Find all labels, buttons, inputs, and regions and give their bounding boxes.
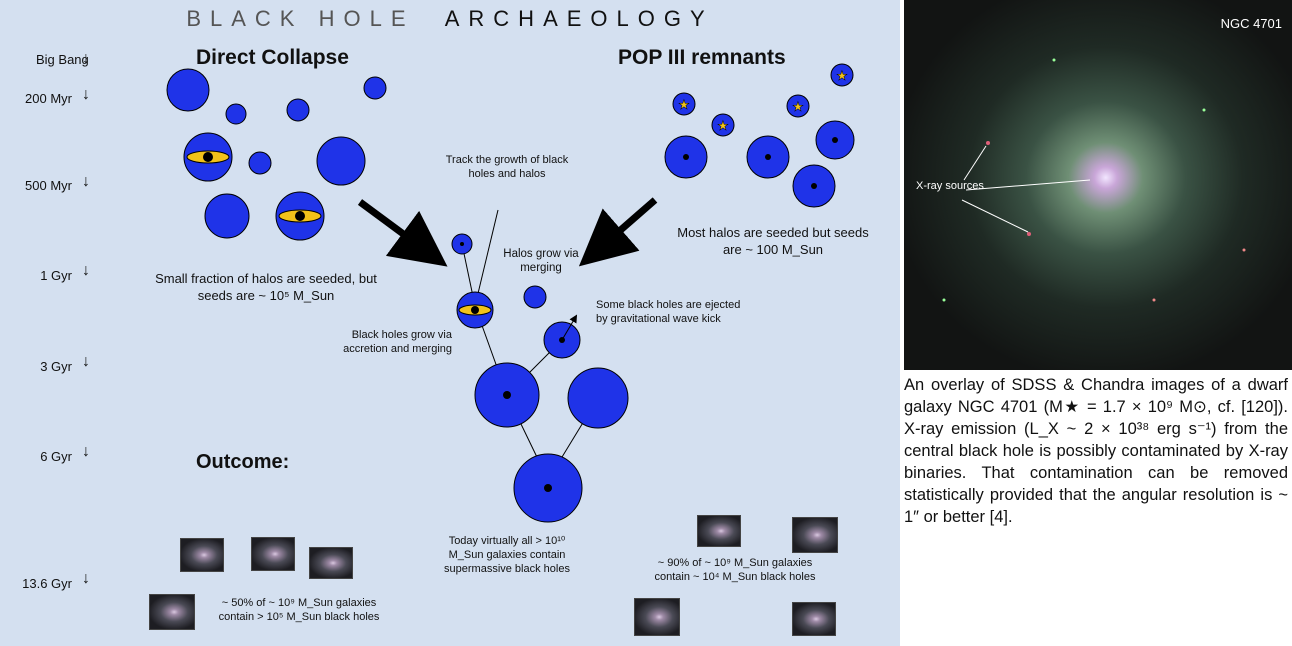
dc-outcome-note: ~ 50% of ~ 10⁹ M_Sun galaxies contain > … [218,597,380,623]
halo [363,76,387,100]
halo [248,151,272,175]
xray-label: X-ray sources [916,180,984,192]
dc-note: Small fraction of halos are seeded, but … [155,271,377,303]
halo [567,367,629,429]
title-part1: BLACK HOLE [186,6,415,31]
halo [316,136,366,186]
timeline-arrow: ↓ [82,443,90,460]
timeline-arrow: ↓ [82,86,90,103]
black-hole [471,306,479,314]
photo-label: NGC 4701 [1220,16,1282,31]
direct-collapse-heading: Direct Collapse [196,46,349,69]
timeline-big-bang: Big Bang [36,52,89,67]
halo [786,94,810,118]
halo [166,68,210,112]
photo-caption: An overlay of SDSS & Chandra images of a… [904,376,1288,526]
galaxy-thumbnail [697,515,741,547]
black-hole [203,152,213,162]
title-part2: ARCHAEOLOGY [444,6,714,31]
star-icon: ★ [717,118,729,133]
halo [711,113,735,137]
track-note: Track the growth of black holes and halo… [445,154,569,180]
diagram-title: BLACK HOLE ARCHAEOLOGY [0,6,900,32]
black-hole [544,484,552,492]
halos-merge-note: Halos grow via merging [503,248,579,274]
halo [830,63,854,87]
black-hole [683,154,689,160]
black-hole [832,137,838,143]
timeline-arrow: ↓ [82,353,90,370]
pop3-outcome-note: ~ 90% of ~ 10⁹ M_Sun galaxies contain ~ … [654,557,816,583]
timeline-label: 200 Myr [25,91,72,106]
pop3-note: Most halos are seeded but seeds are ~ 10… [677,225,869,257]
pop3-heading: POP III remnants [618,46,786,69]
galaxy-thumbnail [149,594,195,630]
tree-branch [474,209,499,307]
galaxy-thumbnail [792,602,836,636]
flow-arrow-right [578,197,658,267]
xray-pointers [942,58,1246,302]
flow-arrow-left [357,199,448,267]
halo [672,92,696,116]
today-note: Today virtually all > 10¹⁰ M_Sun galaxie… [444,535,570,575]
diagram-panel [0,0,900,646]
ejected-note: Some black holes are ejected by gravitat… [596,299,741,325]
star-icon: ★ [792,99,804,114]
timeline-arrow: ↓ [82,50,90,67]
timeline-label: 3 Gyr [40,359,72,374]
timeline-arrow: ↓ [82,570,90,587]
outcome-heading: Outcome: [196,451,290,473]
black-hole [295,211,305,221]
black-hole [503,391,511,399]
galaxy-thumbnail [792,517,838,553]
star-icon: ★ [678,97,690,112]
galaxy-thumbnail [251,537,295,571]
timeline-label: 500 Myr [25,178,72,193]
galaxy-thumbnail [634,598,680,636]
galaxy-thumbnail [309,547,353,579]
halo [225,103,247,125]
black-hole [811,183,817,189]
galaxy-photo: NGC 4701 X-ray sources [904,0,1292,370]
timeline-label: 13.6 Gyr [22,576,72,591]
bh-grow-note: Black holes grow via accretion and mergi… [343,329,452,355]
halo [286,98,310,122]
black-hole [460,242,464,246]
kick-arrow [561,314,578,341]
timeline-label: 6 Gyr [40,449,72,464]
star-icon: ★ [836,68,848,83]
timeline-arrow: ↓ [82,262,90,279]
galaxy-thumbnail [180,538,224,572]
halo [523,285,547,309]
halo [204,193,250,239]
diagram-graphics: ★ ★ ★ ★ [166,63,855,523]
timeline-label: 1 Gyr [40,268,72,283]
timeline-arrow: ↓ [82,173,90,190]
black-hole [765,154,771,160]
